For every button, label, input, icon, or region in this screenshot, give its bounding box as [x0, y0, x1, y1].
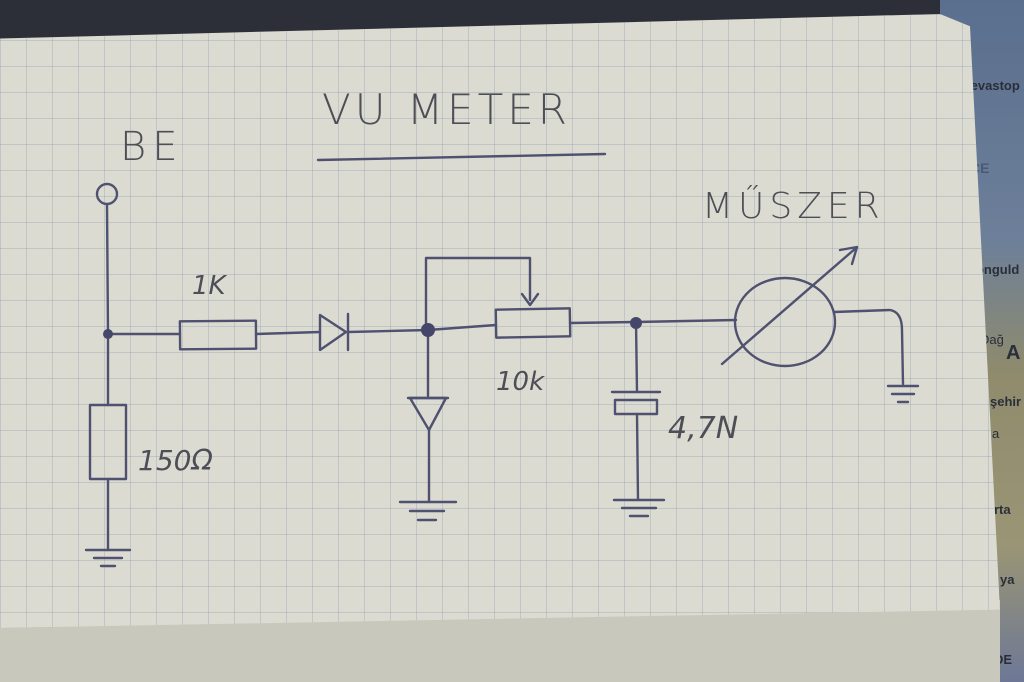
label-4-7n: 4,7N [668, 411, 738, 446]
ground-4 [886, 384, 920, 404]
map-label-ya: ya [1000, 572, 1015, 587]
wire-meter-to-ground [832, 308, 905, 386]
wiper-wire [424, 256, 532, 332]
wire-node-to-meter [634, 318, 738, 324]
wire-diode-to-node [346, 328, 430, 334]
resistor-1k [178, 319, 258, 351]
meter-needle-arrow [838, 245, 859, 266]
wire-input-vertical [105, 202, 110, 336]
meter-label: MŰSZER [702, 185, 885, 227]
ground-1 [84, 548, 132, 568]
junction-dot-input [103, 329, 113, 339]
wire-node-to-cap [634, 320, 639, 394]
diode-series-body [318, 313, 348, 352]
label-150: 150Ω [138, 444, 213, 477]
input-terminal [95, 182, 119, 206]
wire-cap-to-ground [635, 412, 640, 502]
resistor-150 [88, 403, 128, 481]
map-label-rta: rta [994, 502, 1011, 517]
junction-dot-capacitor [630, 317, 642, 329]
junction-dot-diode [421, 323, 435, 337]
wiper-arrow [520, 292, 540, 307]
diagram-title: VU METER [322, 85, 571, 134]
map-label-a-small: a [992, 426, 1000, 441]
ground-2 [398, 500, 458, 522]
wire-1k-to-diode [254, 330, 322, 336]
graph-paper-sheet [0, 14, 1000, 628]
title-underline [316, 152, 607, 162]
wire-pot-to-node [568, 320, 638, 325]
capacitor-plate-bottom [613, 398, 659, 416]
potentiometer-10k [494, 307, 572, 339]
label-10k: 10k [496, 367, 545, 397]
map-label-sehir: şehir [990, 394, 1022, 409]
map-label-sevastopol: Sevastop [962, 78, 1020, 93]
map-label-a: A [1006, 342, 1021, 364]
ground-3 [612, 498, 666, 518]
diode-shunt-body [408, 396, 448, 432]
meter-circle [733, 276, 837, 368]
label-1k: 1K [192, 271, 228, 301]
input-label: BE [120, 124, 183, 170]
wire-node-to-pot [426, 323, 498, 332]
meter-needle [720, 246, 858, 366]
